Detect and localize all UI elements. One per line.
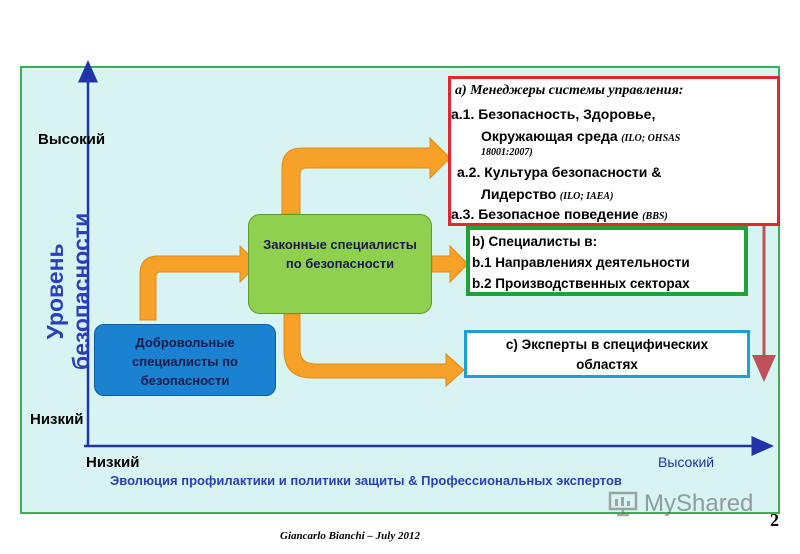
y-high-label: Высокий (38, 131, 106, 148)
x-axis-title: Эволюция профилактики и политики защиты … (110, 473, 622, 488)
arrow-legal-to-managers (281, 136, 451, 215)
managers-a1-line1: a.1. Безопасность, Здоровье, (451, 106, 656, 122)
specialists-box: b) Специалисты в: b.1 Направлениях деяте… (466, 226, 748, 296)
managers-a1-ref: (ILO; OHSAS (621, 133, 681, 144)
managers-a1-line2-row: Окружающая среда (ILO; OHSAS (481, 127, 680, 148)
y-axis-title-line1: Уровень (42, 243, 68, 340)
managers-a2-line2-row: Лидерство (ILO; IAEA) (481, 185, 613, 206)
specialists-line1: b) Специалисты в: (472, 234, 598, 249)
managers-heading: a) Менеджеры системы управления: (455, 83, 684, 98)
author-footer: Giancarlo Bianchi – July 2012 (280, 530, 420, 542)
volunteer-line1: Добровольные (135, 335, 235, 350)
managers-a3-line: a.3. Безопасное поведение (451, 206, 639, 222)
watermark-logo: MyShared (608, 490, 753, 518)
y-axis-title-line2: безопасности (68, 212, 94, 370)
experts-line1: c) Эксперты в специфических (505, 337, 709, 352)
y-axis-title: Уровень безопасности (42, 213, 94, 370)
presentation-icon (608, 491, 638, 517)
legal-line1: Законные специалисты (263, 237, 417, 252)
managers-a1-line2: Окружающая среда (481, 128, 618, 144)
managers-a2-line2: Лидерство (481, 186, 557, 202)
volunteer-specialists-box: Добровольные специалисты по безопасности (94, 324, 276, 396)
managers-box: a) Менеджеры системы управления: a.1. Бе… (448, 76, 780, 226)
experts-line2: областях (576, 357, 638, 372)
legal-line2: по безопасности (285, 256, 395, 271)
managers-a1-ref2: 18001:2007) (481, 147, 533, 158)
volunteer-line2: специалисты по (132, 354, 238, 369)
x-low-label: Низкий (86, 454, 140, 471)
volunteer-line3: безопасности (140, 373, 230, 388)
specialists-line2: b.1 Направлениях деятельности (472, 255, 690, 270)
y-low-label: Низкий (30, 411, 84, 428)
managers-a2-line1: a.2. Культура безопасности & (457, 164, 662, 180)
page-number: 2 (770, 510, 779, 530)
arrow-legal-to-specialists (431, 244, 469, 284)
managers-a3-ref: (BBS) (642, 211, 668, 222)
arrow-legal-to-experts (283, 313, 465, 388)
specialists-line3: b.2 Производственных секторах (472, 276, 690, 291)
x-high-label: Высокий (658, 454, 715, 470)
watermark-text: MyShared (644, 490, 754, 517)
arrow-volunteer-to-legal (139, 244, 259, 321)
legal-specialists-box: Законные специалисты по безопасности (248, 214, 432, 314)
managers-a2-ref: (ILO; IAEA) (559, 191, 614, 202)
managers-a3-row: a.3. Безопасное поведение (BBS) (451, 205, 668, 226)
experts-box: c) Эксперты в специфических областях (464, 330, 750, 378)
